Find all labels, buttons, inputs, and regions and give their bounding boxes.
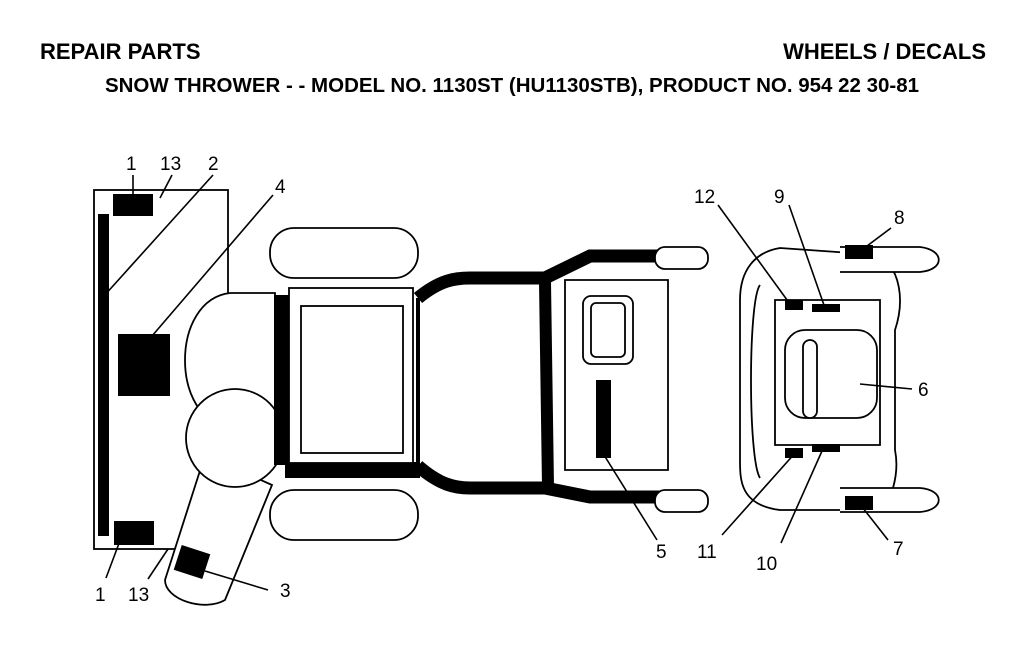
decal-9 [812, 304, 840, 312]
callout-13-top: 13 [160, 154, 181, 175]
callout-4: 4 [275, 177, 286, 198]
chute-base [185, 388, 285, 488]
callout-1-bottom: 1 [95, 585, 106, 606]
engine-cover [300, 305, 404, 454]
grip-top [654, 246, 709, 270]
decal-4 [118, 334, 170, 396]
callout-2: 2 [208, 154, 219, 175]
decal-10 [812, 444, 840, 452]
callout-numbers: 1 13 2 4 1 13 3 5 6 7 8 9 10 11 12 [95, 154, 929, 606]
callout-10: 10 [756, 554, 777, 575]
page-topic: WHEELS / DECALS [783, 39, 986, 64]
decal-1-top [113, 194, 153, 216]
callout-7: 7 [893, 539, 904, 560]
rear-housing-curve [750, 284, 761, 479]
callout-9: 9 [774, 187, 785, 208]
panel-window-inner [590, 302, 626, 358]
callout-13-bottom: 13 [128, 585, 149, 606]
handle-crossbar [539, 281, 554, 487]
callout-3: 3 [280, 581, 291, 602]
engine-slot [802, 339, 818, 419]
callout-8: 8 [894, 208, 905, 229]
wheel-top [269, 227, 419, 279]
leader-lines [102, 174, 913, 591]
section-title: REPAIR PARTS [40, 39, 201, 64]
wheel-bottom [269, 489, 419, 541]
callout-12: 12 [694, 187, 715, 208]
snow-thrower-rear-view [739, 245, 940, 513]
model-subtitle: SNOW THROWER - - MODEL NO. 1130ST (HU113… [104, 74, 920, 97]
frame-bar-left [274, 295, 290, 465]
callout-11: 11 [697, 542, 717, 563]
frame-bar-bottom [285, 462, 420, 478]
engine-cover-rear [784, 329, 878, 419]
decal-11 [785, 448, 803, 458]
handle-lower-rail [413, 460, 660, 504]
decal-5 [596, 380, 611, 458]
callout-6: 6 [918, 380, 929, 401]
snow-thrower-top-view [93, 189, 709, 606]
callout-5: 5 [656, 542, 667, 563]
grip-bottom [654, 489, 709, 513]
decal-3 [173, 545, 211, 579]
callout-1-top: 1 [126, 154, 137, 175]
decal-strip-2 [98, 214, 109, 536]
handle-upper-rail [413, 249, 660, 304]
decal-12 [785, 300, 803, 310]
